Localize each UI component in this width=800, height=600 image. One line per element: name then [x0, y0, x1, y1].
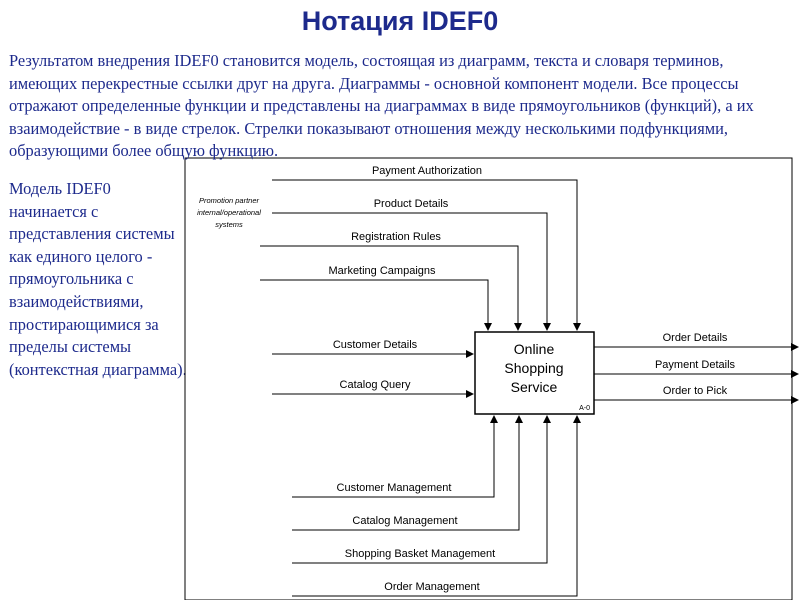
control-arrow-marketing-campaigns[interactable]: Marketing Campaigns	[260, 265, 492, 331]
box-label-line: Service	[511, 379, 558, 395]
purpose-line: internal/operational	[197, 208, 261, 217]
arrow-label: Product Details	[374, 198, 449, 210]
arrow-label: Catalog Query	[340, 379, 411, 391]
arrow-label: Shopping Basket Management	[345, 548, 495, 560]
mechanism-arrow-customer-management[interactable]: Customer Management	[292, 415, 498, 498]
control-arrow-registration-rules[interactable]: Registration Rules	[260, 231, 522, 331]
control-arrow-product-details[interactable]: Product Details	[272, 198, 551, 331]
arrow-label: Marketing Campaigns	[329, 265, 436, 277]
mechanism-arrow-shopping-basket-management[interactable]: Shopping Basket Management	[292, 415, 551, 564]
arrow-label: Payment Authorization	[372, 165, 482, 177]
arrow-label: Order to Pick	[663, 385, 728, 397]
purpose-line: systems	[215, 220, 243, 229]
intro-paragraph: Результатом внедрения IDEF0 становится м…	[9, 51, 754, 161]
box-node-number: A-0	[579, 405, 590, 412]
output-arrow-payment-details[interactable]: Payment Details	[594, 359, 799, 378]
function-box-a0[interactable]: Online Shopping Service A-0	[474, 331, 595, 415]
control-arrow-payment-authorization[interactable]: Payment Authorization	[272, 165, 581, 331]
arrow-label: Registration Rules	[351, 231, 441, 243]
arrow-label: Customer Management	[337, 482, 452, 494]
diagram-frame	[184, 157, 793, 600]
arrow-label: Order Details	[663, 332, 728, 344]
input-arrow-customer-details[interactable]: Customer Details	[272, 339, 474, 358]
input-arrow-catalog-query[interactable]: Catalog Query	[272, 379, 474, 398]
arrow-label: Order Management	[384, 581, 479, 593]
arrow-label: Payment Details	[655, 359, 736, 371]
purpose-note: Promotion partner internal/operational s…	[197, 196, 261, 229]
mechanism-arrow-catalog-management[interactable]: Catalog Management	[292, 415, 523, 531]
box-label-line: Online	[514, 341, 555, 357]
purpose-line: Promotion partner	[199, 196, 260, 205]
output-arrow-order-details[interactable]: Order Details	[594, 332, 799, 351]
output-arrow-order-to-pick[interactable]: Order to Pick	[594, 385, 799, 404]
page-title: Нотация IDEF0	[301, 6, 499, 36]
side-paragraph: Модель IDEF0 начинается с представления …	[9, 179, 187, 379]
box-label-line: Shopping	[504, 360, 563, 376]
arrow-label: Customer Details	[333, 339, 418, 351]
mechanism-arrow-order-management[interactable]: Order Management	[292, 415, 581, 597]
arrow-label: Catalog Management	[352, 515, 457, 527]
